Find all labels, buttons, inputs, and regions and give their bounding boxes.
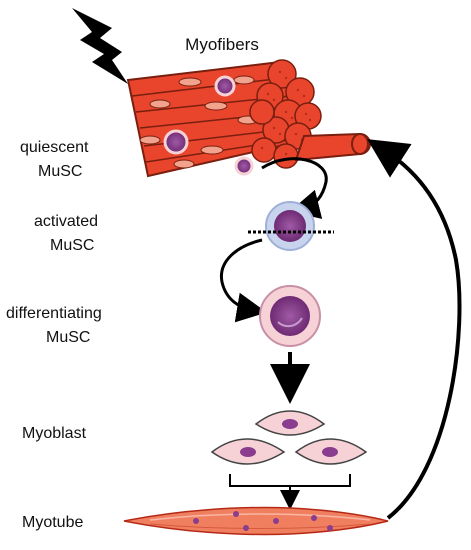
label-differentiating-musc: MuSC: [46, 329, 90, 346]
fiber-cross-sections: [249, 59, 322, 169]
label-activated-musc: MuSC: [50, 237, 94, 254]
label-quiescent-musc: MuSC: [38, 163, 82, 180]
label-quiescent: quiescent: [20, 139, 89, 156]
differentiating-musc: [259, 285, 321, 347]
lightning-bolt-icon: [72, 8, 128, 84]
fusion-bracket: [229, 474, 351, 487]
label-myoblast: Myoblast: [22, 425, 87, 442]
arrow-differentiation: [219, 238, 267, 323]
myoblast-cells: [210, 410, 368, 465]
label-myofibers: Myofibers: [185, 35, 259, 54]
myofiber-bundle: [126, 59, 371, 178]
arrow-regeneration-return: [367, 139, 462, 520]
quiescent-musc-1: [214, 75, 236, 97]
activated-musc: [248, 201, 334, 251]
arrow-activation: [261, 157, 328, 219]
myotube: [123, 506, 389, 536]
quiescent-musc-2: [163, 129, 189, 155]
label-myotube: Myotube: [22, 514, 83, 531]
quiescent-musc-3: [234, 156, 254, 176]
label-differentiating: differentiating: [6, 305, 102, 322]
label-activated: activated: [34, 213, 98, 230]
